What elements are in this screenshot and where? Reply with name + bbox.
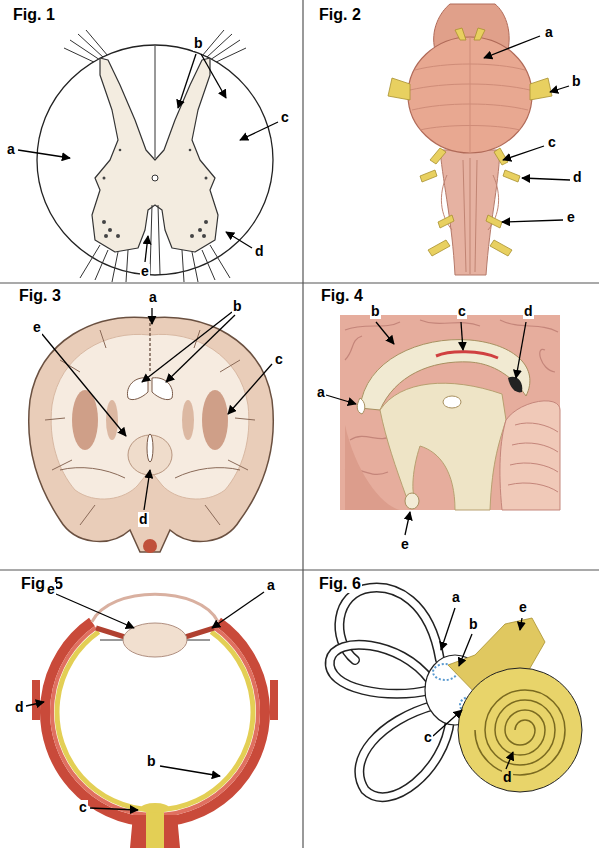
callout-letter: d bbox=[572, 170, 583, 185]
leader-line bbox=[18, 36, 570, 810]
callout-letter: a bbox=[266, 578, 276, 593]
callout-letter: b bbox=[193, 36, 204, 51]
callout-letter: b bbox=[468, 617, 479, 632]
figure-title: Fig. 6 bbox=[318, 575, 362, 593]
brainstem-view bbox=[388, 4, 552, 275]
callout-letter: a bbox=[148, 290, 158, 305]
figure-title: Fig. 5 bbox=[20, 575, 64, 593]
callout-letter: e bbox=[400, 537, 410, 552]
callout-letter: e bbox=[566, 210, 576, 225]
spinal-cord-section bbox=[37, 30, 273, 282]
callout-letter: a bbox=[6, 142, 16, 157]
callout-letter: d bbox=[502, 770, 513, 785]
callout-letter: d bbox=[138, 512, 149, 527]
callout-letter: c bbox=[280, 110, 290, 125]
callout-letter: c bbox=[423, 730, 433, 745]
inner-ear bbox=[330, 588, 582, 797]
callout-letter: d bbox=[14, 700, 25, 715]
callout-letter: c bbox=[547, 135, 557, 150]
callout-letter: a bbox=[451, 590, 461, 605]
figure-title: Fig. 2 bbox=[318, 6, 362, 24]
callout-letter: b bbox=[370, 304, 381, 319]
callout-letter: e bbox=[46, 582, 56, 597]
callout-letter: a bbox=[544, 25, 554, 40]
callout-letter: b bbox=[146, 754, 157, 769]
callout-letter: b bbox=[571, 74, 582, 89]
figure-title: Fig. 4 bbox=[320, 287, 364, 305]
callout-letter: c bbox=[457, 304, 467, 319]
figure-title: Fig. 3 bbox=[18, 287, 62, 305]
midsagittal-brain bbox=[340, 315, 560, 510]
callout-letter: a bbox=[316, 385, 326, 400]
callout-letter: d bbox=[523, 304, 534, 319]
callout-letter: b bbox=[232, 299, 243, 314]
callout-letter: e bbox=[518, 600, 528, 615]
callout-letter: e bbox=[32, 320, 42, 335]
callout-letter: d bbox=[254, 244, 265, 259]
callout-letter: c bbox=[274, 352, 284, 367]
callout-letter: e bbox=[140, 264, 150, 279]
callout-letter: c bbox=[78, 800, 88, 815]
coronal-brain-slice bbox=[29, 317, 274, 553]
figure-title: Fig. 1 bbox=[12, 6, 56, 24]
eyeball-section bbox=[32, 594, 278, 848]
